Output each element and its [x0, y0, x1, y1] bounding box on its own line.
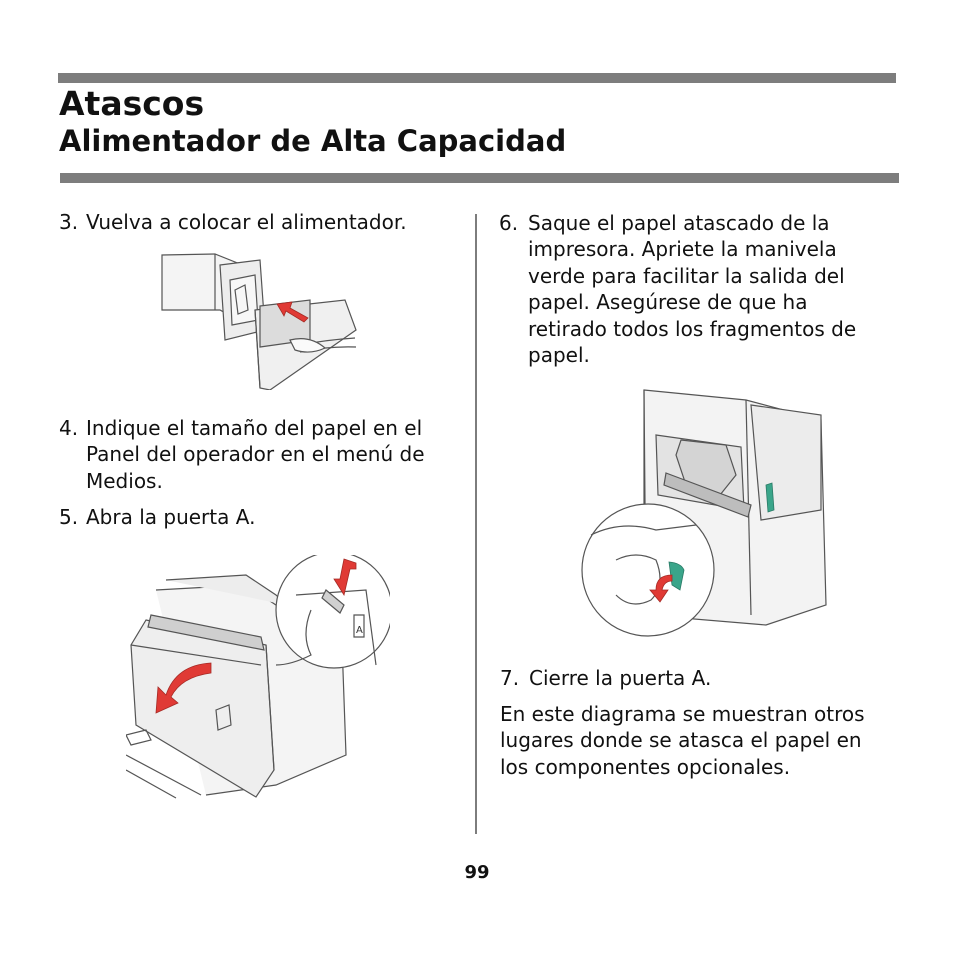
page-title: Atascos: [59, 84, 205, 123]
figure-remove-jammed-paper: [576, 385, 830, 637]
step-text: Abra la puerta A.: [86, 505, 256, 529]
step-text: Vuelva a colocar el alimentador.: [86, 210, 407, 234]
figure-reinsert-feeder: [160, 250, 360, 390]
step-number: 4.: [59, 416, 79, 440]
step-number: 3.: [59, 210, 79, 234]
step-3: 3. Vuelva a colocar el alimentador.: [59, 209, 449, 235]
step-7: 7. Cierre la puerta A.: [500, 665, 880, 691]
step-number: 6.: [499, 211, 519, 235]
step-5: 5. Abra la puerta A.: [59, 504, 449, 530]
page-subtitle: Alimentador de Alta Capacidad: [59, 124, 567, 158]
figure-open-door-a: A: [126, 555, 390, 800]
step-number: 5.: [59, 505, 79, 529]
step-number: 7.: [500, 666, 520, 690]
header-bottom-rule: [60, 173, 899, 183]
column-divider: [475, 214, 477, 834]
step-text: Indique el tamaño del papel en el Panel …: [86, 416, 425, 493]
step-6: 6. Saque el papel atascado de la impreso…: [499, 210, 879, 368]
step-text: Saque el papel atascado de la impresora.…: [528, 211, 857, 368]
step-text: Cierre la puerta A.: [529, 666, 712, 690]
page-number: 99: [464, 862, 490, 883]
door-label: A: [356, 625, 363, 636]
top-rule: [58, 73, 896, 83]
step-4: 4. Indique el tamaño del papel en el Pan…: [59, 415, 449, 494]
closing-paragraph: En este diagrama se muestran otros lugar…: [500, 702, 865, 779]
